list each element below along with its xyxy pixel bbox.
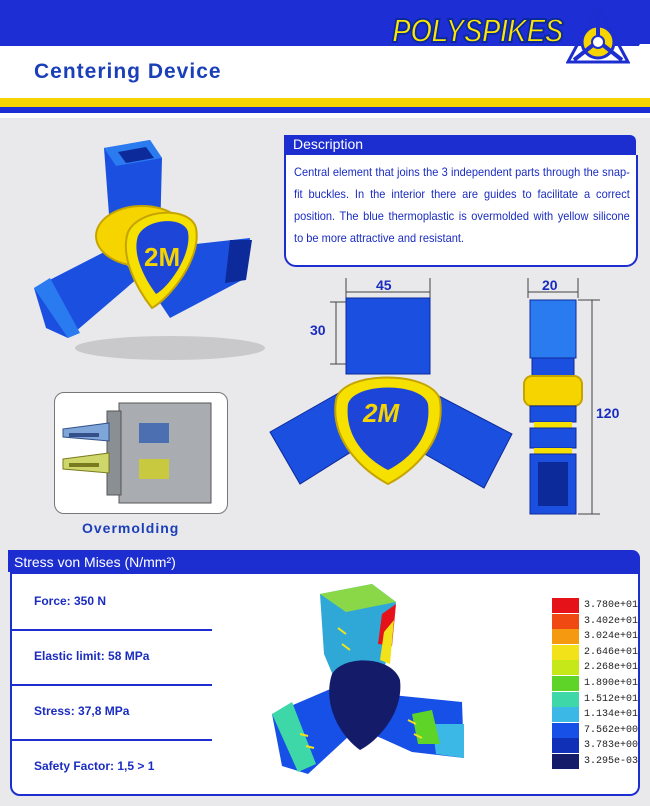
- legend-swatch: [552, 707, 579, 723]
- front-view-drawing: [269, 278, 513, 489]
- legend-row: 2.646e+01: [552, 644, 642, 661]
- legend-label: 1.890e+01: [584, 678, 639, 689]
- overmolding-label: Overmolding: [82, 520, 180, 536]
- stress-title: Stress von Mises (N/mm²): [14, 554, 176, 570]
- polyspikes-logo-icon: [566, 4, 630, 64]
- legend-swatch: [552, 629, 579, 645]
- dimension-height: 120: [596, 405, 620, 421]
- legend-swatch: [552, 722, 579, 738]
- stress-header: [8, 550, 640, 572]
- product-3d-render: 2M: [34, 140, 265, 360]
- legend-label: 7.562e+00: [584, 724, 639, 736]
- description-text: Central element that joins the 3 indepen…: [294, 165, 630, 245]
- header-stripe-yellow: [0, 98, 650, 107]
- legend-row: 1.512e+01: [552, 691, 642, 708]
- legend-swatch: [552, 660, 579, 676]
- legend-swatch: [552, 676, 579, 691]
- stress-simulation-panel: [212, 572, 640, 796]
- stress-row-elastic-limit: Elastic limit: 58 MPa: [12, 629, 212, 686]
- legend-row: 1.134e+01: [552, 707, 642, 723]
- legend-label: 2.268e+01: [584, 662, 639, 674]
- dimension-arm: 30: [310, 322, 326, 338]
- side-view-drawing: [523, 278, 600, 515]
- legend-row: 7.562e+00: [552, 722, 642, 739]
- product-mark-3d: 2M: [144, 242, 180, 272]
- legend-label: 2.646e+01: [584, 646, 639, 658]
- overmolding-diagram: [54, 392, 228, 514]
- fea-stress-render: [272, 584, 464, 774]
- legend-label: 1.134e+01: [584, 709, 639, 721]
- legend-row: 1.890e+01: [552, 676, 642, 692]
- legend-label: 3.024e+01: [584, 631, 639, 643]
- legend-label: 3.783e+00: [584, 740, 639, 752]
- legend-label: 3.780e+01: [584, 600, 639, 611]
- product-mark-front: 2M: [363, 398, 400, 428]
- dimension-width: 45: [376, 277, 392, 293]
- description-panel: Description Central element that joins t…: [284, 135, 638, 267]
- page-title: Centering Device: [34, 60, 222, 83]
- legend-swatch: [552, 691, 579, 707]
- brand-name: POLYSPIKES: [391, 11, 564, 50]
- legend-row: 3.295e-03: [552, 754, 642, 770]
- legend-label: 1.512e+01: [584, 693, 639, 705]
- stress-row-stress: Stress: 37,8 MPa: [12, 684, 212, 741]
- legend-label: 3.295e-03: [584, 756, 639, 767]
- legend-row: 2.268e+01: [552, 660, 642, 676]
- legend-swatch: [552, 738, 579, 754]
- header-banner: [0, 0, 650, 46]
- legend-swatch: [552, 644, 579, 660]
- description-body: Central element that joins the 3 indepen…: [284, 155, 638, 267]
- description-header: [284, 135, 636, 155]
- legend-row: 3.783e+00: [552, 738, 642, 754]
- legend-row: 3.780e+01: [552, 598, 642, 614]
- legend-swatch: [552, 754, 579, 769]
- mold-section-drawing: [62, 402, 212, 504]
- stress-row-force: Force: 350 N: [12, 574, 212, 631]
- legend-row: 3.402e+01: [552, 613, 642, 630]
- legend-swatch: [552, 613, 579, 629]
- legend-label: 3.402e+01: [584, 615, 639, 627]
- stress-row-safety-factor: Safety Factor: 1,5 > 1: [34, 759, 155, 773]
- header-stripe-blue: [0, 107, 650, 113]
- stress-table: Force: 350 N Elastic limit: 58 MPa Stres…: [10, 572, 214, 796]
- description-title: Description: [293, 136, 364, 152]
- legend-swatch: [552, 598, 579, 613]
- dimension-thickness: 20: [542, 277, 558, 293]
- legend-row: 3.024e+01: [552, 629, 642, 645]
